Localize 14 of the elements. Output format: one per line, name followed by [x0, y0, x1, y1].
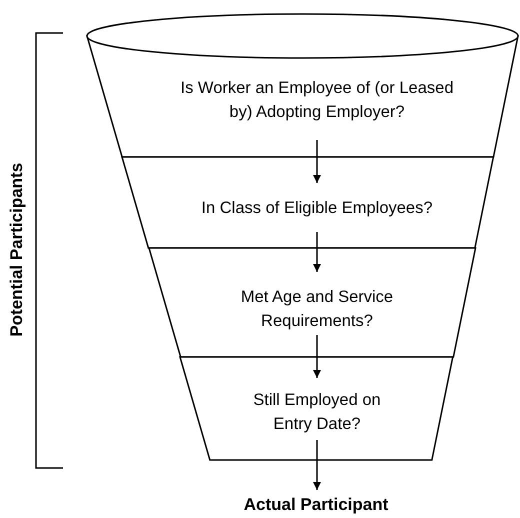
stage-question: Met Age and Service Requirements? [240, 287, 394, 332]
arrow [313, 440, 321, 490]
outcome-text: Actual Participant [244, 494, 388, 516]
funnel-stage [148, 248, 475, 357]
arrow [313, 140, 321, 183]
bracket-label: Potential Participants [6, 163, 28, 337]
stage-question: Still Employed on Entry Date? [252, 390, 382, 435]
funnel-stage [122, 157, 494, 248]
stage-question: In Class of Eligible Employees? [200, 198, 434, 219]
stage-question: Is Worker an Employee of (or Leased by) Adopting Employer? [180, 78, 454, 123]
funnel-top-stage [87, 13, 520, 157]
arrow [313, 232, 321, 272]
arrow [313, 335, 321, 378]
funnel-stage [180, 357, 453, 460]
